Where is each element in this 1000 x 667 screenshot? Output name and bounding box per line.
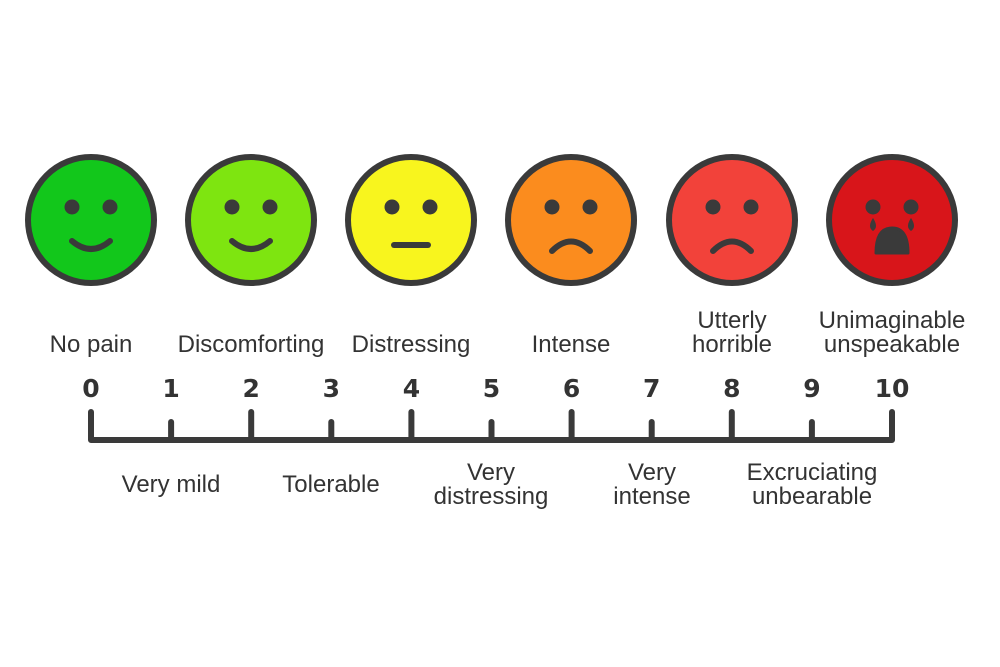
label-line: distressing <box>433 483 549 510</box>
pain-level-label: No pain <box>50 333 133 357</box>
tick-label: 6 <box>562 374 581 403</box>
face-circle <box>345 154 477 286</box>
tick-label: 7 <box>642 374 661 403</box>
mouth <box>549 238 593 254</box>
pain-level-label: Discomforting <box>178 333 325 357</box>
right-eye <box>102 199 118 215</box>
face-circle <box>505 154 637 286</box>
label-line: Very mild <box>121 471 221 498</box>
label-line: Unimaginable <box>818 307 966 334</box>
right-eye <box>743 199 759 215</box>
smiling-face-icon <box>185 154 317 286</box>
face-circle <box>185 154 317 286</box>
mouth <box>229 238 273 252</box>
right-eye <box>903 199 919 215</box>
label-line: Very <box>627 459 677 486</box>
smiling-face-icon <box>25 154 157 286</box>
mouth <box>710 238 754 254</box>
tick-label: 2 <box>242 374 260 403</box>
label-line: unspeakable <box>823 331 961 358</box>
crying-face-icon <box>826 154 958 286</box>
left-eye <box>64 199 80 215</box>
tick-label: 3 <box>322 374 340 403</box>
left-eye <box>865 199 881 215</box>
tick-label: 9 <box>803 374 821 403</box>
left-eye <box>224 199 240 215</box>
label-line: unbearable <box>751 483 873 510</box>
label-line: intense <box>613 483 691 510</box>
left-eye <box>705 199 721 215</box>
tear-icon <box>908 218 914 231</box>
label-line: horrible <box>691 331 773 358</box>
label-line: Utterly <box>697 307 767 334</box>
label-line: Intense <box>531 331 611 358</box>
tick-label: 10 <box>874 374 910 403</box>
neutral-face-icon <box>345 154 477 286</box>
pain-level-label: Intense <box>532 333 611 357</box>
mouth <box>69 238 113 252</box>
intermediate-level-label: Tolerable <box>282 473 379 497</box>
pain-level-label: Distressing <box>352 333 471 357</box>
frowning-face-icon <box>666 154 798 286</box>
tick-label: 8 <box>723 374 741 403</box>
frowning-face-icon <box>505 154 637 286</box>
label-line: Distressing <box>351 331 471 358</box>
tick-label: 4 <box>402 374 421 403</box>
mouth <box>874 226 910 255</box>
tick-label: 0 <box>82 374 100 403</box>
face-circle <box>25 154 157 286</box>
label-line: Very <box>466 459 516 486</box>
tick-label: 5 <box>482 374 501 403</box>
face-circle <box>666 154 798 286</box>
right-eye <box>422 199 438 215</box>
right-eye <box>582 199 598 215</box>
label-line: Discomforting <box>177 331 325 358</box>
tear-icon <box>870 218 876 231</box>
tick-label: 1 <box>162 374 180 403</box>
label-line: No pain <box>49 331 133 358</box>
face-circle <box>826 154 958 286</box>
left-eye <box>544 199 560 215</box>
right-eye <box>262 199 278 215</box>
label-line: Excruciating <box>746 459 878 486</box>
intermediate-level-label: Very mild <box>122 473 221 497</box>
left-eye <box>384 199 400 215</box>
label-line: Tolerable <box>282 471 380 498</box>
